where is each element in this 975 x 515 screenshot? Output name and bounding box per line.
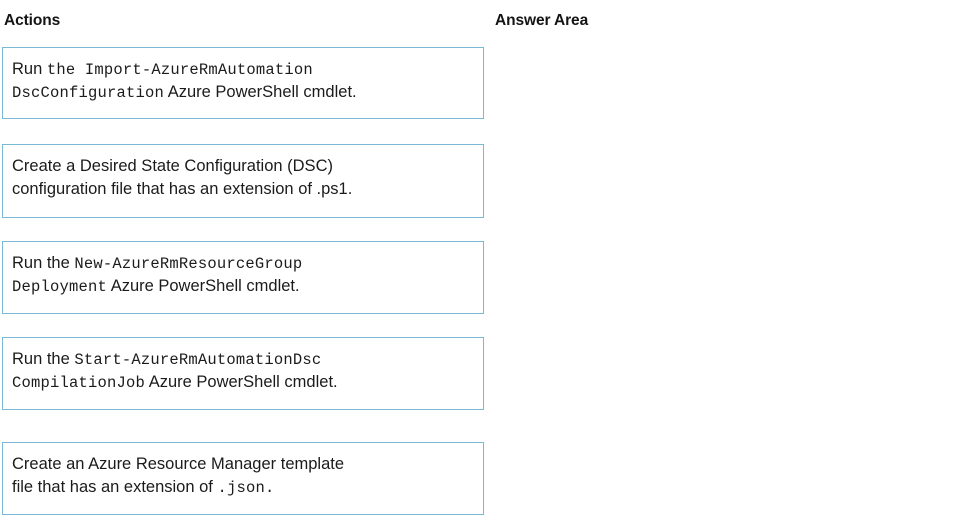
- action-text-segment: Run the: [12, 254, 75, 272]
- action-text-segment: Azure PowerShell cmdlet.: [164, 83, 357, 102]
- action-card-line-2: file that has an extension of .json.: [12, 476, 474, 499]
- action-card-create-dsc-configuration-file[interactable]: Create a Desired State Configuration (DS…: [2, 144, 484, 218]
- action-text-segment: Azure PowerShell cmdlet.: [145, 373, 338, 392]
- action-text-segment: configuration file that has an extension…: [12, 180, 353, 199]
- action-card-create-arm-template-file[interactable]: Create an Azure Resource Manager templat…: [2, 442, 484, 515]
- action-text-segment: Run: [12, 60, 47, 78]
- action-extension-segment: .json.: [217, 479, 275, 498]
- action-cmdlet-segment: Start-AzureRmAutomationDsc: [74, 351, 322, 369]
- action-text-segment: Run the: [12, 350, 75, 368]
- action-card-new-azurermresourcegroupdeployment[interactable]: Run the New-AzureRmResourceGroup Deploym…: [2, 241, 484, 314]
- action-text-segment: file that has an extension of: [12, 478, 218, 497]
- actions-column-header: Actions: [4, 12, 61, 30]
- action-text-segment: Azure PowerShell cmdlet.: [107, 277, 300, 296]
- action-cmdlet-segment: New-AzureRmResourceGroup: [74, 255, 303, 273]
- action-card-line-2: Deployment Azure PowerShell cmdlet.: [12, 275, 474, 298]
- action-text-segment: Create a Desired State Configuration (DS…: [12, 157, 333, 175]
- action-card-line-2: configuration file that has an extension…: [12, 178, 474, 201]
- answer-area-column-header: Answer Area: [495, 12, 589, 30]
- action-card-line-1: Run the New-AzureRmResourceGroup: [12, 252, 474, 275]
- action-card-start-azurermautomationdsccompilationjob[interactable]: Run the Start-AzureRmAutomationDsc Compi…: [2, 337, 484, 410]
- action-card-line-1: Create an Azure Resource Manager templat…: [12, 453, 474, 476]
- actions-list: Run the Import-AzureRmAutomation DscConf…: [2, 47, 484, 515]
- action-cmdlet-segment: CompilationJob: [12, 374, 146, 393]
- answer-area-drop-zone[interactable]: [495, 47, 965, 507]
- action-card-import-azurermautomationdscconfiguration[interactable]: Run the Import-AzureRmAutomation DscConf…: [2, 47, 484, 119]
- action-cmdlet-segment: DscConfiguration: [12, 84, 165, 103]
- action-text-segment: Create an Azure Resource Manager templat…: [12, 455, 345, 473]
- action-card-line-1: Run the Import-AzureRmAutomation: [12, 58, 474, 81]
- action-cmdlet-segment: Deployment: [12, 278, 108, 297]
- action-card-line-1: Create a Desired State Configuration (DS…: [12, 155, 474, 178]
- action-cmdlet-segment: the Import-AzureRmAutomation: [46, 61, 313, 79]
- action-card-line-1: Run the Start-AzureRmAutomationDsc: [12, 348, 474, 371]
- action-card-line-2: DscConfiguration Azure PowerShell cmdlet…: [12, 81, 474, 104]
- action-card-line-2: CompilationJob Azure PowerShell cmdlet.: [12, 371, 474, 394]
